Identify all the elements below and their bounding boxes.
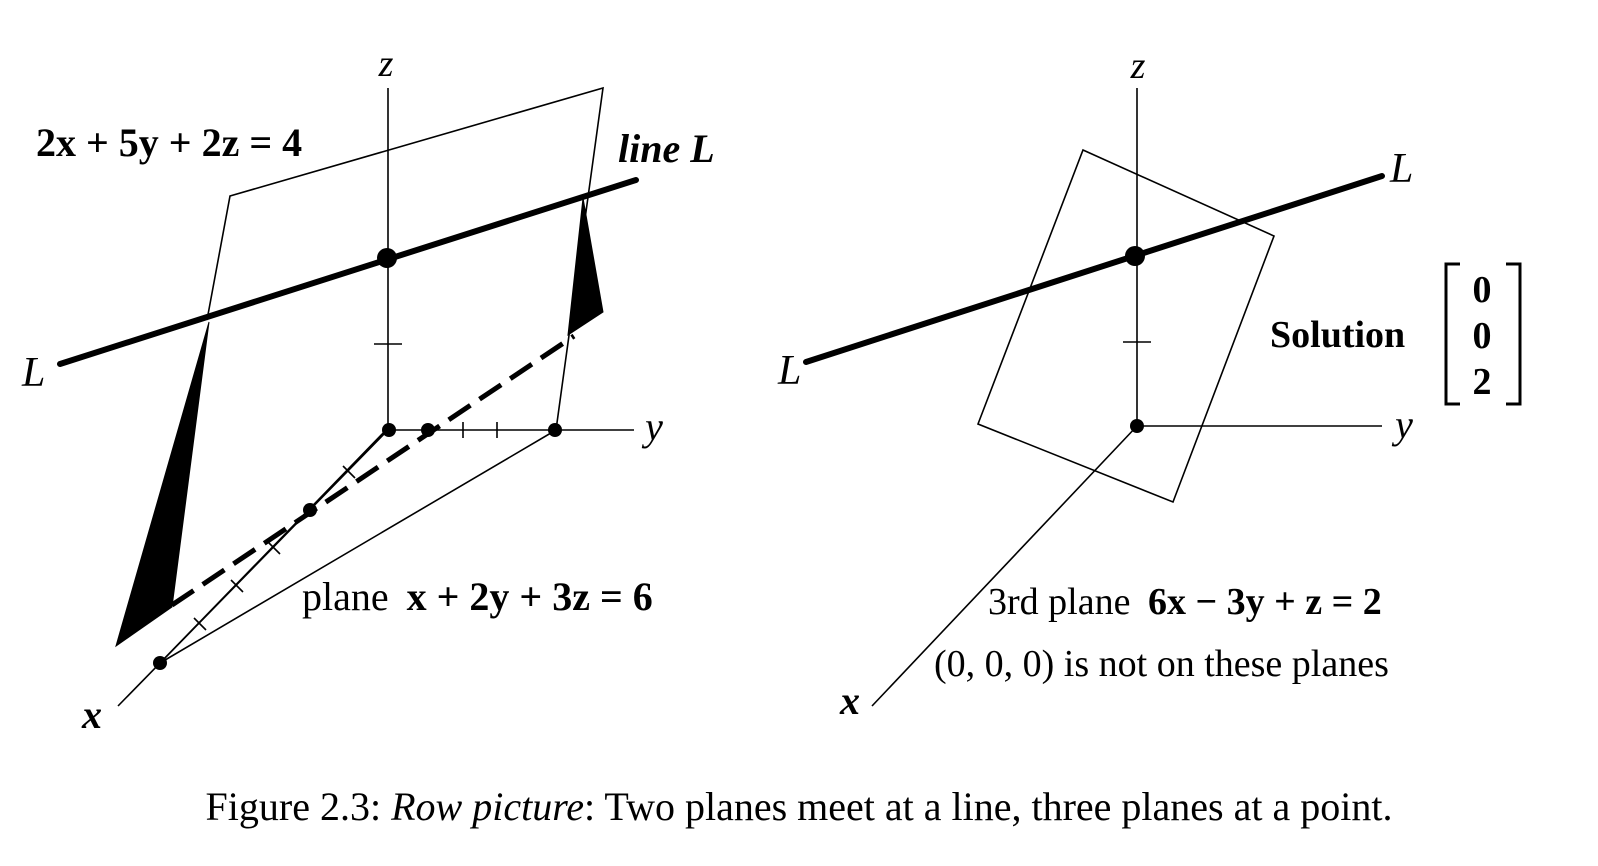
plane3-prefix: 3rd plane (988, 581, 1130, 623)
plane2-prefix: plane (302, 574, 389, 619)
line-L-label: line L (618, 126, 715, 171)
left-bracket (1444, 262, 1460, 406)
line-L-left-label: L (21, 350, 45, 396)
line-L-left (57, 177, 639, 367)
origin-note: (0, 0, 0) is not on these planes (934, 643, 1389, 685)
left-wedge (115, 321, 210, 648)
x-axis-right (871, 425, 1138, 707)
point-0-0-2 (377, 248, 397, 268)
x-tick-2 (267, 541, 281, 555)
x-axis-label-right: x (839, 678, 860, 723)
x-tick-4 (193, 617, 207, 631)
line-L-label-right: L (1389, 146, 1413, 192)
right-bracket (1506, 262, 1522, 406)
x-intercept-point (153, 656, 167, 670)
x-axis-label: x (81, 692, 102, 737)
solution-entry-2: 0 (1473, 315, 1492, 357)
caption-text: : Two planes meet at a line, three plane… (584, 784, 1393, 829)
plane2-outline (159, 427, 557, 664)
right-panel: z y x L L Solution 0 0 2 3rd plane 6x − … (777, 45, 1522, 723)
origin-point (382, 423, 396, 437)
figure-number: Figure 2.3: (205, 784, 382, 829)
left-panel: z y x 2x + 5y + 2z = 4 line L L plane x … (21, 43, 715, 737)
x-trace-point (303, 503, 317, 517)
solution-entry-3: 2 (1473, 361, 1492, 403)
y-intercept-point (421, 423, 435, 437)
z-axis-label-right: z (1130, 45, 1146, 87)
plane3-outline (976, 148, 1276, 504)
solution-label: Solution (1270, 314, 1405, 356)
y-axis-label: y (641, 404, 663, 449)
caption-emphasis: Row picture (391, 784, 585, 829)
line-L-left-label-right: L (777, 348, 801, 394)
dashed-trace (170, 333, 576, 608)
z-axis-label: z (378, 43, 394, 85)
y-intercept-point-2 (548, 423, 562, 437)
x-tick-3 (230, 579, 244, 593)
solution-point (1125, 246, 1145, 266)
plane2-label: plane x + 2y + 3z = 6 (302, 574, 653, 619)
x-tick-1 (342, 465, 356, 479)
plane1-equation: 2x + 5y + 2z = 4 (36, 120, 302, 165)
y-axis-label-right: y (1391, 402, 1413, 447)
plane3-label: 3rd plane 6x − 3y + z = 2 (988, 581, 1382, 623)
plane2-equation: x + 2y + 3z = 6 (407, 574, 653, 619)
solution-entry-1: 0 (1473, 269, 1492, 311)
line-L-right (803, 173, 1385, 365)
figure-caption: Figure 2.3: Row picture: Two planes meet… (0, 784, 1598, 830)
plane3-equation: 6x − 3y + z = 2 (1148, 581, 1382, 623)
right-wedge (567, 197, 604, 337)
origin-point-right (1130, 419, 1144, 433)
